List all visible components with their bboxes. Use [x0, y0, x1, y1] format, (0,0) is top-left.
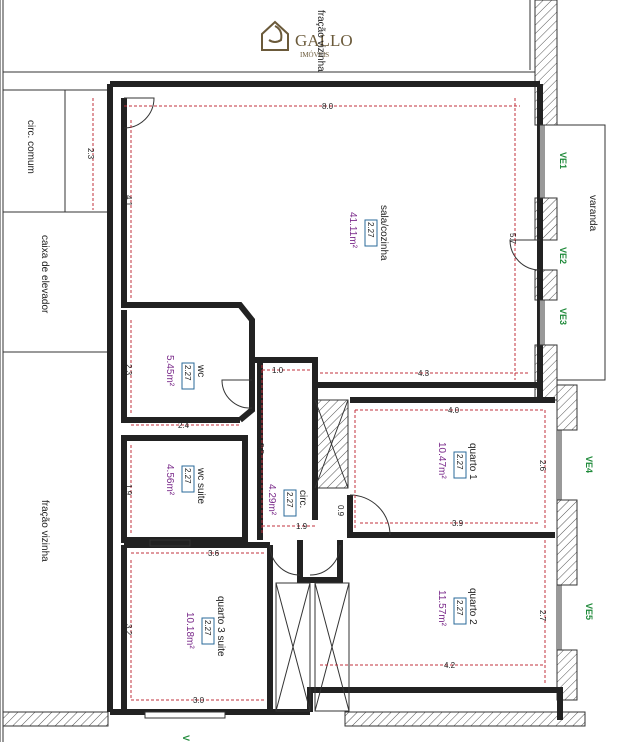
logo-name: GALLO [295, 31, 353, 50]
room-height: 2.27 [285, 492, 294, 508]
room-height: 2.27 [455, 454, 464, 470]
dim-label: 2.3 [86, 148, 95, 160]
room-area: 5.45m² [164, 355, 175, 387]
dim-label: 2.7 [538, 610, 547, 622]
dim-label: 1.0 [272, 366, 284, 375]
room-name: quarto 2 [467, 588, 478, 625]
window-ve5-label: VE5 [584, 603, 594, 620]
window-bottom-label: V [181, 735, 191, 741]
dim-label: 3.2 [124, 624, 133, 636]
dimension-labels: 8.0 2.3 4.1 5.7 1.0 4.3 2.3 2.4 3.5 4.0 … [86, 102, 547, 705]
dim-label: 4.2 [444, 661, 456, 670]
room-sala: sala/cozinha 2.27 41.11m² [347, 205, 389, 261]
dim-label: 1.9 [124, 484, 133, 496]
varanda-outline [557, 124, 606, 381]
neighbour-outlines [0, 0, 540, 742]
fracao-vizinha-top-label: fração vizinha [315, 10, 326, 72]
window-ve2-label: VE2 [558, 247, 568, 264]
dim-label: 4.0 [448, 406, 460, 415]
dim-label: 4.3 [418, 369, 430, 378]
logo-mark-icon [261, 20, 289, 51]
room-name: wc suite [195, 467, 206, 505]
varanda-label: varanda [587, 195, 598, 232]
wardrobes [275, 399, 350, 712]
room-name: circ. [297, 490, 308, 508]
room-area: 4.56m² [164, 464, 175, 496]
circ-comum-label: circ. comum [25, 120, 36, 174]
logo-subtitle: IMÓVEIS [300, 51, 329, 59]
window-labels: VE1 VE2 VE3 VE4 VE5 V [181, 152, 594, 741]
dim-label: 3.6 [208, 549, 220, 558]
room-area: 41.11m² [347, 212, 358, 249]
dim-label: 2.6 [538, 460, 547, 472]
dim-label: 1.9 [296, 522, 308, 531]
dim-label: 3.5 [256, 443, 265, 455]
room-wc: wc 2.27 5.45m² [164, 355, 206, 390]
room-area: 11.57m² [436, 590, 447, 627]
room-name: sala/cozinha [378, 205, 389, 261]
room-area: 10.47m² [436, 442, 447, 479]
window-ve4-label: VE4 [584, 456, 594, 473]
dim-label: 2.3 [124, 364, 133, 376]
room-quarto3: quarto 3 suite 2.27 10.18m² [184, 596, 226, 657]
room-circ: circ. 2.27 4.29m² [266, 484, 308, 517]
door-swings [123, 97, 541, 576]
room-name: quarto 3 suite [215, 596, 226, 657]
room-quarto2: quarto 2 2.27 11.57m² [436, 588, 478, 627]
room-area: 4.29m² [266, 484, 277, 516]
room-quarto1: quarto 1 2.27 10.47m² [436, 442, 478, 480]
room-area: 10.18m² [184, 612, 195, 649]
dim-label: 5.7 [508, 233, 517, 245]
dim-label: 3.9 [452, 519, 464, 528]
dim-label: 8.0 [322, 102, 334, 111]
window-ve3-label: VE3 [558, 308, 568, 325]
room-wc-suite: wc suite 2.27 4.56m² [164, 464, 206, 505]
room-height: 2.27 [455, 600, 464, 616]
dim-label: 2.4 [178, 421, 190, 430]
elevador-label: caixa de elevador [39, 235, 50, 314]
room-height: 2.27 [183, 468, 192, 484]
walls [107, 81, 563, 720]
company-logo: GALLO IMÓVEIS [261, 20, 353, 59]
fracao-vizinha-left-label: fração vizinha [39, 500, 50, 562]
dimension-lines [92, 98, 546, 701]
window-ve1-label: VE1 [558, 152, 568, 169]
dim-label: 4.1 [124, 195, 133, 207]
window-strips [144, 124, 562, 719]
room-height: 2.27 [183, 365, 192, 381]
dim-label: 0.9 [336, 505, 345, 517]
room-name: quarto 1 [467, 443, 478, 480]
dim-label: 3.0 [193, 696, 205, 705]
room-height: 2.27 [366, 222, 375, 238]
room-height: 2.27 [203, 620, 212, 636]
room-name: wc [195, 364, 206, 377]
